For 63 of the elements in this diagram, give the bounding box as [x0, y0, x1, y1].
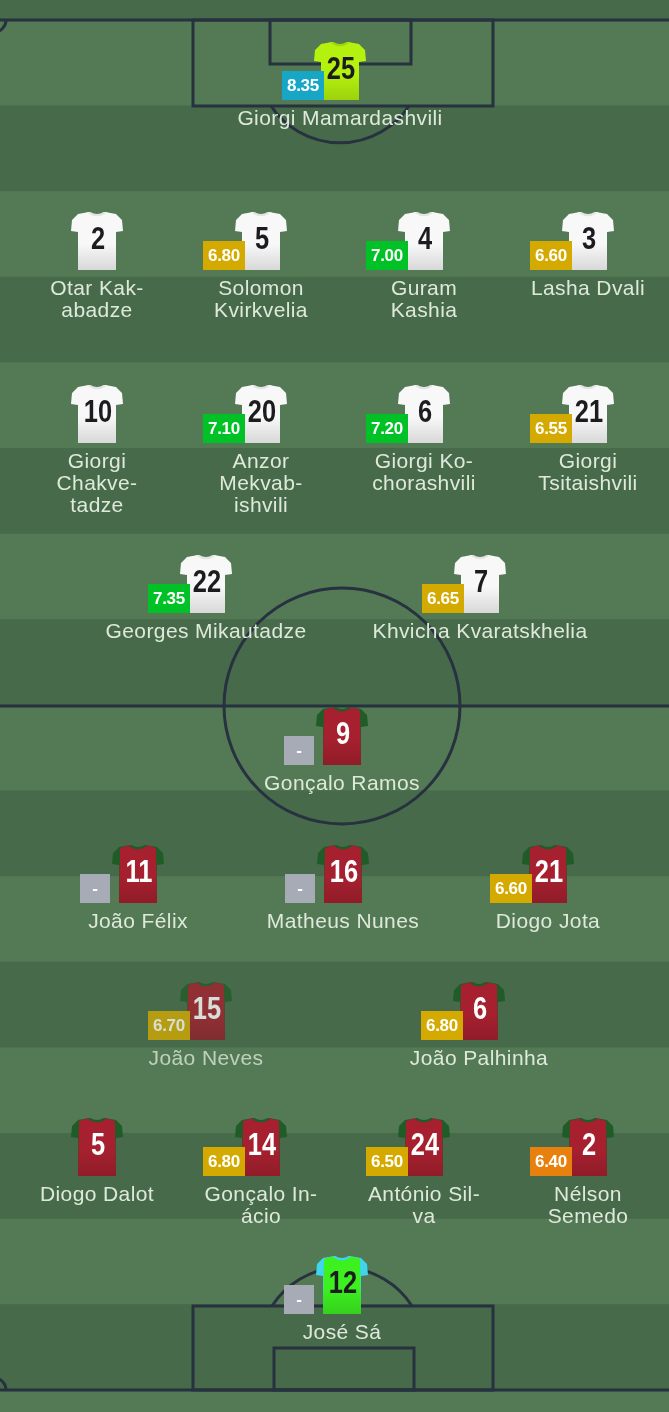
player-name: Khvicha Kvaratskhelia	[372, 619, 588, 642]
rating-badge: 6.65	[422, 584, 464, 613]
rating-badge: 6.60	[530, 241, 572, 270]
player-name: Georges Mikautadze	[105, 619, 307, 642]
jersey-number: 2	[581, 1129, 597, 1160]
jersey-number: 3	[581, 223, 597, 254]
jersey-number: 21	[574, 396, 604, 427]
rating-badge: 6.80	[421, 1011, 463, 1040]
player-name: Giorgi Mamardashvili	[237, 106, 443, 129]
player-name: Diogo Jota	[495, 909, 601, 932]
rating-badge: -	[80, 874, 110, 903]
rating-badge: 6.40	[530, 1147, 572, 1176]
jersey-number: 15	[192, 993, 222, 1024]
rating-badge: -	[284, 736, 314, 765]
rating-badge: 8.35	[282, 71, 324, 100]
rating-badge: -	[285, 874, 315, 903]
player-name: Lasha Dvali	[530, 276, 646, 299]
jersey-number: 4	[417, 223, 433, 254]
rating-badge: 6.70	[148, 1011, 190, 1040]
jersey-number: 7	[473, 566, 489, 597]
jersey-number: 11	[125, 856, 153, 887]
player-name: Nélson Semedo	[547, 1182, 629, 1227]
player-name: Matheus Nunes	[266, 909, 420, 932]
player-name: Gonçalo Ramos	[264, 771, 420, 794]
player-name: João Félix	[88, 909, 188, 932]
jersey-number: 16	[329, 856, 359, 887]
player-name: Gonçalo In-ácio	[204, 1182, 318, 1227]
rating-badge: -	[284, 1285, 314, 1314]
jersey-number: 24	[410, 1129, 440, 1160]
jersey-number: 12	[328, 1267, 358, 1298]
rating-badge: 7.10	[203, 414, 245, 443]
player-name: Giorgi Tsitaishvili	[538, 449, 638, 494]
player-name: Giorgi Ko-chorashvili	[372, 449, 476, 494]
jersey-number: 22	[192, 566, 222, 597]
player-name: João Neves	[148, 1046, 264, 1069]
player-name: António Sil-va	[367, 1182, 481, 1227]
jersey-number: 14	[247, 1129, 277, 1160]
player-name: Anzor Mekvab-ishvili	[219, 449, 303, 516]
player-name: Giorgi Chakve-tadze	[56, 449, 138, 516]
rating-badge: 6.80	[203, 241, 245, 270]
player-name: Otar Kak-abadze	[50, 276, 144, 321]
rating-badge: 6.60	[490, 874, 532, 903]
rating-badge: 7.00	[366, 241, 408, 270]
jersey-number: 6	[417, 396, 433, 427]
player-name: João Palhinha	[409, 1046, 549, 1069]
jersey-number: 20	[247, 396, 277, 427]
jersey-number: 5	[254, 223, 270, 254]
jersey-number: 9	[335, 718, 351, 749]
jersey-number: 25	[326, 53, 356, 84]
rating-badge: 6.50	[366, 1147, 408, 1176]
player-name: Solomon Kvirkvelia	[214, 276, 308, 321]
player-name: Guram Kashia	[390, 276, 458, 321]
jersey-number: 6	[472, 993, 488, 1024]
rating-badge: 6.80	[203, 1147, 245, 1176]
rating-badge: 6.55	[530, 414, 572, 443]
jersey-number: 21	[534, 856, 564, 887]
rating-badge: 7.20	[366, 414, 408, 443]
jersey-number: 2	[90, 223, 106, 254]
player-name: Diogo Dalot	[39, 1182, 155, 1205]
player-name: José Sá	[302, 1320, 382, 1343]
jersey-number: 5	[90, 1129, 106, 1160]
rating-badge: 7.35	[148, 584, 190, 613]
jersey-number: 10	[83, 396, 113, 427]
